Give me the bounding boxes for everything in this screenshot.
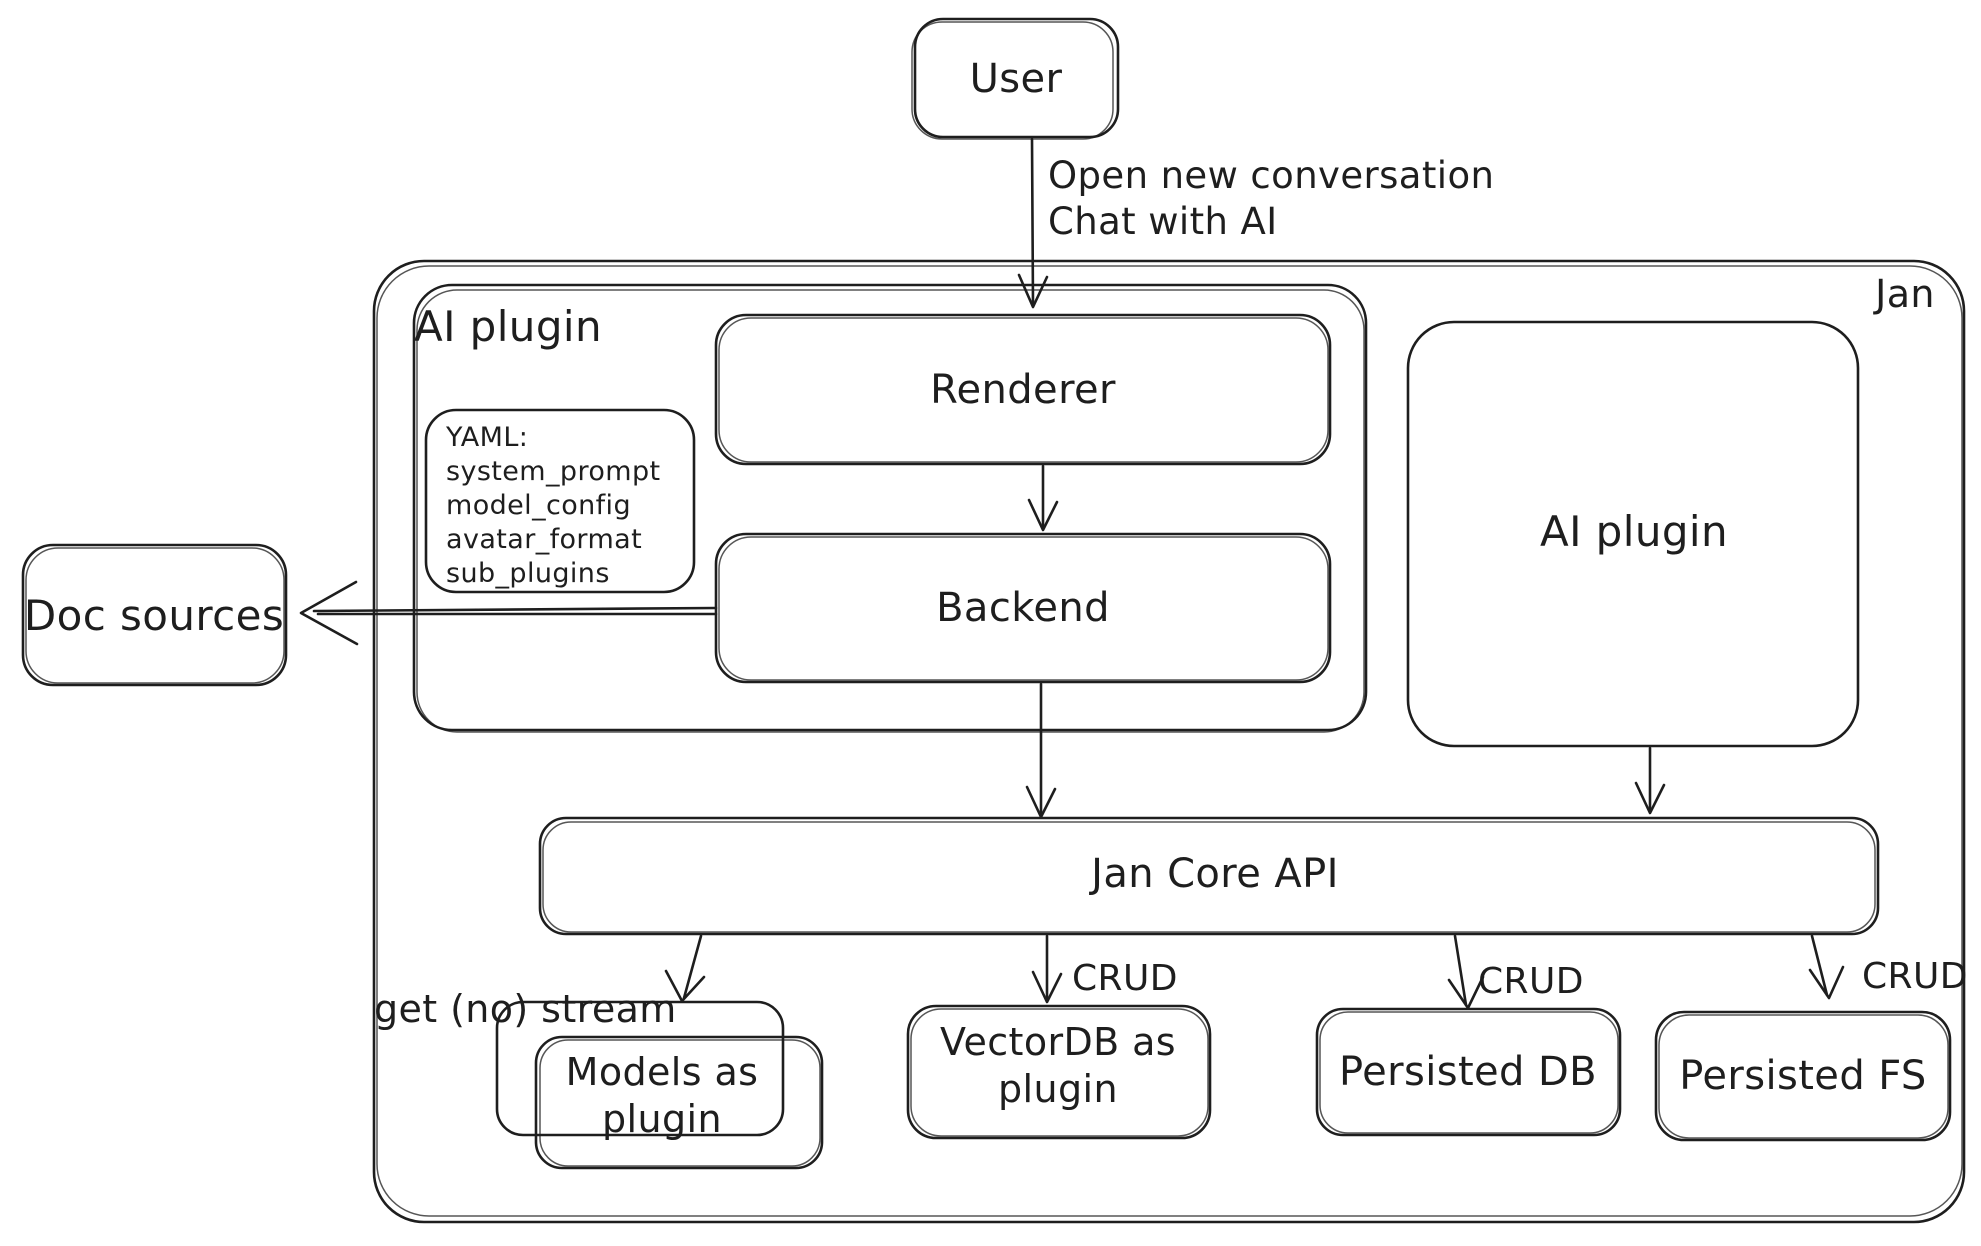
arrow-backend-to-doc-sources bbox=[299, 580, 718, 646]
doc-sources-box bbox=[21, 543, 288, 687]
user-edge-label-line2: Chat with AI bbox=[1048, 200, 1278, 243]
sketch-overstrokes bbox=[25, 21, 1963, 1217]
ai-plugin-left-container-box bbox=[412, 283, 1368, 732]
jan-box-sketch bbox=[376, 265, 1963, 1217]
vectordb-plugin-label: VectorDB as plugin bbox=[940, 1019, 1176, 1113]
arrow-user-to-renderer bbox=[1017, 137, 1049, 309]
models-front-box-sketch bbox=[539, 1039, 821, 1167]
doc-sources-label: Doc sources bbox=[23, 590, 285, 640]
ai-plugin-left-label: AI plugin bbox=[414, 302, 602, 351]
vectordb-box-sketch bbox=[910, 1008, 1209, 1137]
vectordb-plugin-label-line2: plugin bbox=[998, 1067, 1118, 1111]
renderer-box-sketch bbox=[718, 317, 1329, 463]
user-edge-label: Open new conversation Chat with AI bbox=[1048, 153, 1494, 245]
vectordb-plugin-label-line1: VectorDB as bbox=[940, 1020, 1176, 1064]
user-box bbox=[913, 17, 1120, 139]
models-plugin-label: Models as plugin bbox=[566, 1049, 759, 1143]
ai-plugin-left-box-sketch bbox=[416, 289, 1365, 733]
user-box-sketch bbox=[911, 21, 1114, 140]
persisted-fs-label: Persisted FS bbox=[1679, 1053, 1927, 1099]
jan-core-api-label: Jan Core API bbox=[1091, 851, 1339, 897]
persisted-fs-box-sketch bbox=[1658, 1014, 1949, 1139]
ai-plugin-right-box bbox=[1406, 320, 1860, 748]
jan-core-box-sketch bbox=[542, 821, 1876, 933]
arrow-jan-core-to-models bbox=[664, 934, 706, 1003]
ai-plugin-right-label: AI plugin bbox=[1540, 506, 1728, 556]
yaml-note: YAML: system_prompt model_config avatar_… bbox=[446, 421, 661, 591]
user-label: User bbox=[969, 56, 1063, 102]
jan-container-box bbox=[372, 259, 1966, 1224]
yaml-note-item: model_config bbox=[446, 490, 631, 521]
renderer-label: Renderer bbox=[930, 367, 1116, 413]
arrow-jan-core-to-persisted-db bbox=[1447, 934, 1485, 1010]
arrow-renderer-to-backend bbox=[1027, 464, 1059, 532]
persisted-db-box-sketch bbox=[1319, 1011, 1619, 1134]
models-plugin-label-line1: Models as bbox=[565, 1050, 759, 1094]
arrow-jan-core-to-vectordb bbox=[1031, 934, 1063, 1004]
yaml-note-box bbox=[424, 408, 696, 594]
yaml-note-item: system_prompt bbox=[446, 456, 661, 487]
arrow-jan-core-to-persisted-fs bbox=[1808, 934, 1845, 1000]
jan-label: Jan bbox=[1875, 272, 1935, 317]
yaml-note-heading: YAML: bbox=[446, 422, 529, 453]
models-plugin-box-front bbox=[534, 1035, 824, 1170]
crud-persisted-db-label: CRUD bbox=[1478, 961, 1584, 1002]
renderer-box bbox=[714, 313, 1332, 466]
user-edge-label-line1: Open new conversation bbox=[1048, 154, 1495, 197]
models-plugin-box-back bbox=[495, 1000, 785, 1137]
arrow-backend-to-jan-core bbox=[1025, 682, 1057, 819]
persisted-fs-box bbox=[1654, 1010, 1952, 1142]
backend-box-sketch bbox=[718, 536, 1329, 681]
doc-sources-box-sketch bbox=[25, 547, 285, 684]
models-plugin-label-line2: plugin bbox=[602, 1097, 722, 1141]
get-no-stream-label: get (no) stream bbox=[374, 987, 677, 1031]
yaml-note-item: sub_plugins bbox=[446, 558, 610, 589]
jan-core-api-box bbox=[538, 816, 1880, 936]
yaml-note-item: avatar_format bbox=[446, 524, 643, 555]
vectordb-plugin-box bbox=[906, 1004, 1212, 1140]
persisted-db-label: Persisted DB bbox=[1339, 1049, 1597, 1095]
crud-persisted-fs-label: CRUD bbox=[1862, 956, 1968, 997]
crud-vectordb-label: CRUD bbox=[1072, 958, 1178, 999]
arrow-ai-plugin-right-to-jan-core bbox=[1634, 746, 1666, 815]
backend-label: Backend bbox=[936, 585, 1110, 631]
